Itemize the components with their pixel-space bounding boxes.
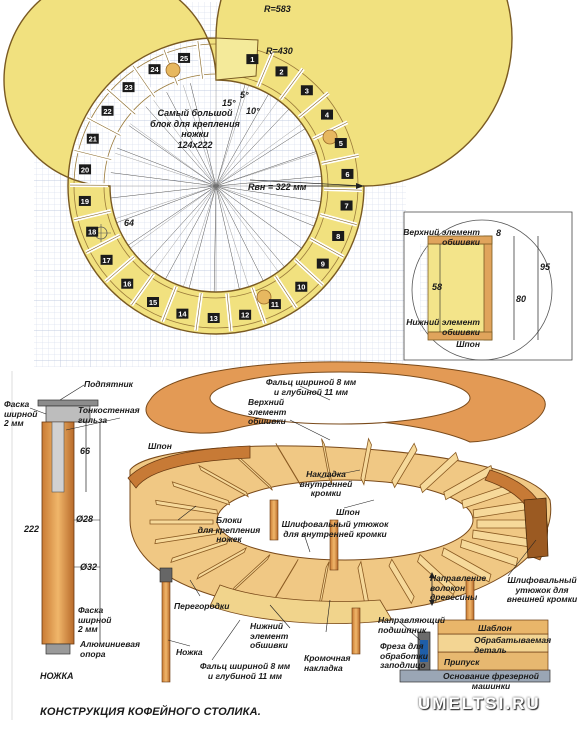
radius-inner-arc-label: R=430 [266,46,293,56]
allowance-label: Припуск [444,658,479,668]
veneer-mid-label: Шпон [336,508,360,518]
block-number-17: 17 [102,256,110,265]
detail-lower-skin-label: Нижний элемент обшивки [394,318,480,337]
block-number-2: 2 [279,67,283,76]
detail-dim-95: 95 [540,262,550,272]
sanding-iron-inner-label: Шлифовальный утюжок для внутренней кромк… [280,520,390,539]
block-number-3: 3 [305,86,309,95]
block-number-5: 5 [339,139,343,148]
sanding-iron-outer-label: Шлифовальный утюжок для внешней кромки [506,576,578,605]
block-number-20: 20 [81,165,89,174]
grain-direction-label: Направление волокон древесины [430,574,486,603]
block-number-16: 16 [123,280,131,289]
block-number-24: 24 [150,65,159,74]
template-label: Шаблон [478,624,512,634]
cutter-label: Фреза для обработки заподлицо [380,642,428,671]
angle-5-label: 5° [240,90,249,100]
partitions-label: Перегородки [174,602,229,612]
block-number-15: 15 [149,298,157,307]
block-number-18: 18 [88,228,96,237]
block-number-7: 7 [344,202,348,211]
watermark: UMELTSI.RU [418,694,568,716]
radius-inner-label: Rвн = 322 мм [248,182,306,192]
block-number-25: 25 [180,54,188,63]
detail-dim-8: 8 [496,228,501,238]
block-number-9: 9 [321,260,325,269]
block-number-6: 6 [345,170,349,179]
block-number-13: 13 [210,314,218,323]
detail-dim-80: 80 [516,294,526,304]
block-number-12: 12 [241,311,249,320]
router-base-label: Основание фрезерной машинки [436,672,546,691]
rebate-top-label: Фальц шириной 8 мм и глубиной 11 мм [246,378,376,397]
detail-veneer-label: Шпон [440,340,480,350]
leg-dim-222: 222 [24,524,39,534]
angle-15-label: 15° [222,98,236,108]
leg-alu-support-label: Алюминиевая опора [80,640,140,659]
block-number-11: 11 [271,300,279,309]
leg-chamfer-bottom-label: Фаска ширной 2 мм [78,606,111,635]
leg-dim-66: 66 [80,446,90,456]
leg-dia-28: Ø28 [76,514,93,524]
block-number-23: 23 [124,83,132,92]
block-number-10: 10 [297,283,305,292]
guide-bearing-label: Направляющий подшипник [378,616,445,635]
radius-outer-label: R=583 [264,4,291,14]
detail-upper-skin-label: Верхний элемент обшивки [394,228,480,247]
block-number-19: 19 [81,197,89,206]
dim-64-label: 64 [124,218,134,228]
block-number-22: 22 [103,107,111,116]
figure-title: КОНСТРУКЦИЯ КОФЕЙНОГО СТОЛИКА. [40,706,261,718]
edge-overlay-label: Кромочная накладка [304,654,351,673]
leg-sleeve-label: Тонкостенная гильза [78,406,140,425]
workpiece-label: Обрабатываемая деталь [474,636,551,655]
veneer-left-label: Шпон [148,442,172,452]
leg-assembly-label: Ножка [176,648,203,658]
block-number-14: 14 [178,310,187,319]
leg-bearing-label: Подпятник [84,380,133,390]
leg-title: НОЖКА [40,672,74,682]
leg-chamfer-top-label: Фаска ширной 2 мм [4,400,37,429]
block-number-8: 8 [336,232,340,241]
blocks-label: Блоки для крепления ножек [192,516,266,545]
rebate-bottom-label: Фальц шириной 8 мм и глубиной 11 мм [190,662,300,681]
upper-skin-label: Верхний элемент обшивки [248,398,286,427]
leg-dia-32: Ø32 [80,562,97,572]
inner-edge-overlay-label: Накладка внутренней кромки [296,470,356,499]
lower-skin-label: Нижний элемент обшивки [250,622,288,651]
block-number-1: 1 [250,55,254,64]
detail-dim-58: 58 [432,282,442,292]
block-number-21: 21 [89,135,97,144]
largest-block-label: Самый большой блок для крепления ножки 1… [140,108,250,150]
